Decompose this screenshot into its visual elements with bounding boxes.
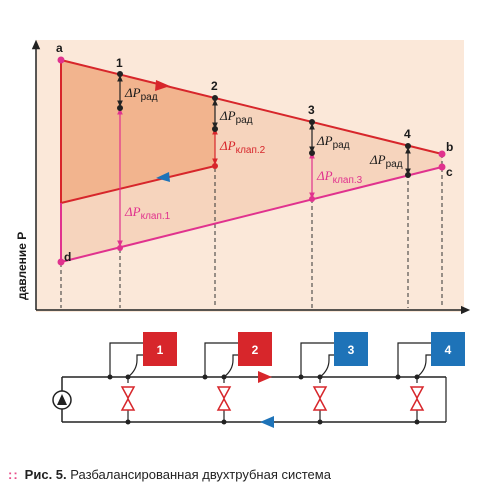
node-label-2: 2 <box>211 79 218 93</box>
piping-scheme: 1 2 <box>52 332 465 428</box>
dp-rad-label-4: ΔPрад <box>369 152 403 170</box>
dp-klap1-label: ΔPклап.1 <box>124 204 171 222</box>
figure-caption: ::Рис. 5. Разбалансированная двухтрубная… <box>8 466 331 484</box>
radiator-1 <box>143 332 177 366</box>
radiator-4 <box>431 332 465 366</box>
point-c <box>438 163 446 171</box>
supply-line <box>60 59 443 155</box>
pump-icon <box>52 390 72 410</box>
label-a: a <box>56 41 63 55</box>
valve-icon <box>409 386 425 411</box>
dp-klap2-label: ΔPклап.2 <box>219 138 266 156</box>
diagram-points <box>57 56 446 266</box>
caption-figure-number: Рис. 5. <box>24 467 67 482</box>
radiator-unit-3: 3 <box>298 332 368 425</box>
dp-rad-label-3: ΔPрад <box>316 133 350 151</box>
return-line <box>60 166 443 263</box>
node-label-3: 3 <box>308 103 315 117</box>
y-axis-label: давление P <box>15 232 29 300</box>
radiator-3-label: 3 <box>348 343 355 357</box>
radiator-unit-4: 4 <box>395 332 465 425</box>
supply-pipe-arrow <box>258 371 272 383</box>
point-d <box>57 258 65 266</box>
radiator-3 <box>334 332 368 366</box>
dp-rad-arrows <box>117 75 411 175</box>
point-b <box>438 150 446 158</box>
caption-text: Разбалансированная двухтрубная система <box>70 467 331 482</box>
dp-rad-label-1: ΔPрад <box>124 85 158 103</box>
node-label-4: 4 <box>404 127 411 141</box>
label-c: c <box>446 165 453 179</box>
label-b: b <box>446 140 453 154</box>
radiator-4-label: 4 <box>445 343 452 357</box>
node-label-1: 1 <box>116 56 123 70</box>
radiator-unit-2: 2 <box>202 332 272 425</box>
return-flow-arrow <box>156 172 170 182</box>
valve-icon <box>120 386 136 411</box>
loop-return-line <box>60 165 216 204</box>
radiator-2 <box>238 332 272 366</box>
label-d: d <box>64 250 71 264</box>
pressure-diagram: давление P <box>15 39 471 315</box>
dp-rad-label-2: ΔPрад <box>219 108 253 126</box>
valve-icon <box>216 386 232 411</box>
supply-flow-arrow <box>155 80 170 91</box>
small-loop-area <box>61 60 215 203</box>
dp-klap3-label: ΔPклап.3 <box>316 168 363 186</box>
valve-icon <box>312 386 328 411</box>
point-a <box>57 56 65 64</box>
radiator-1-label: 1 <box>157 343 164 357</box>
radiator-unit-1: 1 <box>107 332 177 425</box>
caption-bullet: :: <box>8 467 19 482</box>
radiator-2-label: 2 <box>252 343 259 357</box>
return-pipe-arrow <box>260 416 274 428</box>
